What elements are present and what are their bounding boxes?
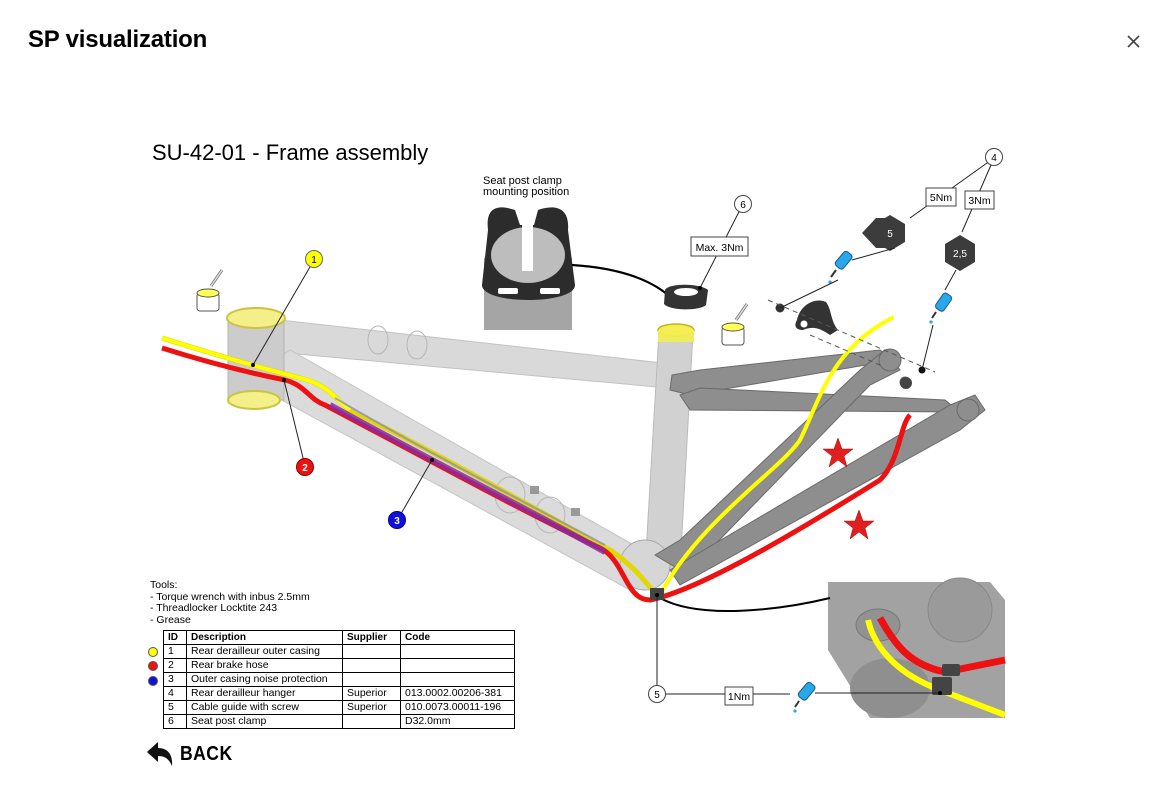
rear-triangle (654, 348, 986, 586)
cell-description: Rear derailleur hanger (186, 686, 343, 701)
close-icon (1127, 35, 1140, 48)
cell-code (400, 672, 515, 687)
seat-post-clamp-detail (482, 207, 575, 330)
derailleur-hanger-icon (795, 300, 838, 335)
hex-key-icon (862, 215, 905, 251)
svg-text:3: 3 (394, 516, 400, 527)
table-header-row: ID Description Supplier Code (163, 630, 515, 645)
torque-label-hanger-5nm: 5Nm (925, 187, 957, 207)
table-row: 2 Rear brake hose (163, 658, 515, 673)
tools-list: Tools: - Torque wrench with inbus 2.5mm … (150, 579, 310, 626)
tools-heading: Tools: (150, 579, 178, 591)
seat-post-clamp-icon (664, 284, 708, 310)
header-supplier: Supplier (342, 630, 401, 645)
close-button[interactable] (1122, 30, 1144, 52)
callout-5[interactable]: 5 (648, 685, 666, 703)
hex-key-label-2-5: 2,5 (953, 249, 967, 260)
torque-label-cable-guide: 1Nm (724, 686, 754, 706)
svg-text:5: 5 (654, 690, 660, 701)
torque-label-hanger-3nm: 3Nm (964, 190, 995, 210)
cell-id: 5 (163, 700, 187, 715)
svg-text:1: 1 (311, 255, 317, 266)
legend-dot-blue (148, 676, 158, 686)
legend-dot-red (148, 661, 158, 671)
grease-icon (196, 269, 224, 312)
cell-code (400, 658, 515, 673)
threadlocker-icon (929, 292, 953, 324)
cell-supplier: Superior (342, 686, 401, 701)
svg-text:4: 4 (991, 153, 997, 164)
svg-text:1Nm: 1Nm (728, 691, 750, 703)
cell-supplier (342, 658, 401, 673)
modal-title: SP visualization (28, 26, 208, 53)
cell-description: Rear derailleur outer casing (186, 644, 343, 659)
headset-cup-bottom (227, 390, 281, 410)
callout-3[interactable]: 3 (388, 511, 406, 529)
headset-cup-top (226, 307, 286, 329)
cell-id: 4 (163, 686, 187, 701)
threadlocker-icon (828, 250, 853, 284)
clamp-caption-line-1: Seat post clamp (483, 175, 562, 187)
front-triangle (227, 317, 694, 591)
table-row: 4 Rear derailleur hanger Superior 013.00… (163, 686, 515, 701)
header-code: Code (400, 630, 515, 645)
cell-supplier (342, 714, 401, 729)
cell-code: 010.0073.00011-196 (400, 700, 515, 715)
header-id: ID (163, 630, 187, 645)
cell-description: Outer casing noise protection (186, 672, 343, 687)
star-icon (822, 437, 854, 468)
tool-item: - Threadlocker Locktite 243 (150, 602, 278, 614)
noise-protection (328, 402, 607, 555)
back-button[interactable]: BACK (146, 740, 240, 768)
clamp-caption-line-2: mounting position (483, 186, 570, 198)
cell-description: Rear brake hose (186, 658, 343, 673)
cell-code: D32.0mm (400, 714, 515, 729)
callout-2[interactable]: 2 (296, 458, 314, 476)
clamp-caption: Seat post clamp mounting position (483, 176, 569, 198)
diagram-title: SU-42-01 - Frame assembly (152, 140, 429, 165)
cell-id: 1 (163, 644, 187, 659)
cell-id: 6 (163, 714, 187, 729)
svg-text:3Nm: 3Nm (968, 195, 990, 207)
table-row: 3 Outer casing noise protection (163, 672, 515, 687)
leader-lines (252, 157, 995, 695)
tool-item: - Grease (150, 613, 191, 626)
table-row: 1 Rear derailleur outer casing (163, 644, 515, 659)
table-row: 5 Cable guide with screw Superior 010.00… (163, 700, 515, 715)
star-icon (843, 509, 875, 540)
threadlocker-icon (793, 681, 816, 713)
svg-text:Max. 3Nm: Max. 3Nm (696, 242, 744, 254)
table-row: 6 Seat post clamp D32.0mm (163, 714, 515, 729)
svg-text:5Nm: 5Nm (930, 192, 952, 204)
cell-id: 3 (163, 672, 187, 687)
callout-6[interactable]: 6 (734, 195, 752, 213)
legend-dot-yellow (148, 647, 158, 657)
torque-label-clamp: Max. 3Nm (690, 236, 749, 257)
tool-item: - Torque wrench with inbus 2.5mm (150, 590, 310, 603)
cell-description: Cable guide with screw (186, 700, 343, 715)
cell-supplier (342, 644, 401, 659)
svg-text:6: 6 (740, 200, 746, 211)
cell-code (400, 644, 515, 659)
cell-description: Seat post clamp (186, 714, 343, 729)
hex-key-icon (945, 235, 975, 271)
svg-text:2: 2 (302, 463, 308, 474)
cell-id: 2 (163, 658, 187, 673)
parts-table: ID Description Supplier Code 1 Rear dera… (163, 630, 515, 729)
header-description: Description (186, 630, 343, 645)
callout-4[interactable]: 4 (985, 148, 1003, 166)
back-label: BACK (180, 742, 233, 765)
cable-guide-detail (828, 577, 1007, 718)
back-arrow-icon (147, 742, 173, 766)
hex-key-label-5: 5 (887, 229, 893, 240)
cell-supplier (342, 672, 401, 687)
cell-code: 013.0002.00206-381 (400, 686, 515, 701)
cell-supplier: Superior (342, 700, 401, 715)
callout-1[interactable]: 1 (305, 250, 323, 268)
grease-icon (721, 303, 749, 346)
